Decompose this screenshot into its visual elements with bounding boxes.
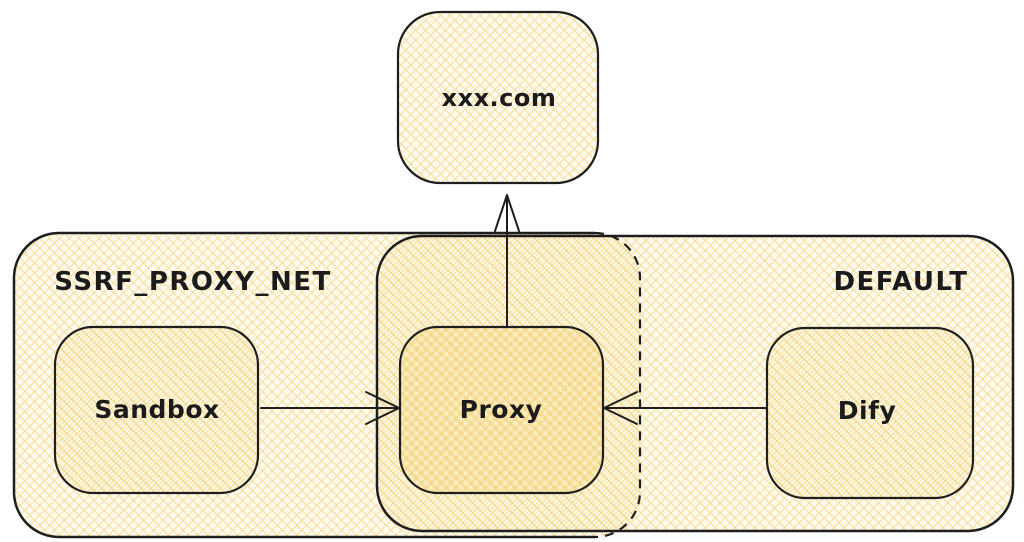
network-label-ssrf-proxy-net: SSRF_PROXY_NET — [54, 267, 331, 297]
network-ssrf-proxy-net-border — [12, 231, 595, 539]
network-label-default: DEFAULT — [833, 267, 968, 297]
node-proxy: Proxy — [398, 325, 605, 495]
arrowhead-up-icon — [494, 194, 520, 232]
node-label-proxy: Proxy — [460, 395, 543, 424]
arrowhead-left-icon — [603, 391, 638, 425]
edge-proxy-to-xxx-com — [494, 194, 520, 328]
edge-sandbox-to-proxy — [260, 391, 400, 425]
node-xxx-com: xxx.com — [396, 10, 600, 185]
node-dify: Dify — [765, 326, 975, 500]
node-sandbox: Sandbox — [53, 325, 260, 495]
edge-dify-to-proxy — [603, 391, 768, 425]
node-label-dify: Dify — [838, 396, 897, 425]
arrowhead-right-icon — [365, 391, 400, 425]
node-label-sandbox: Sandbox — [94, 395, 219, 424]
network-ssrf-proxy-net-dashed-edge — [594, 231, 642, 539]
node-label-xxx-com: xxx.com — [442, 84, 557, 112]
network-default-border — [375, 234, 1015, 533]
